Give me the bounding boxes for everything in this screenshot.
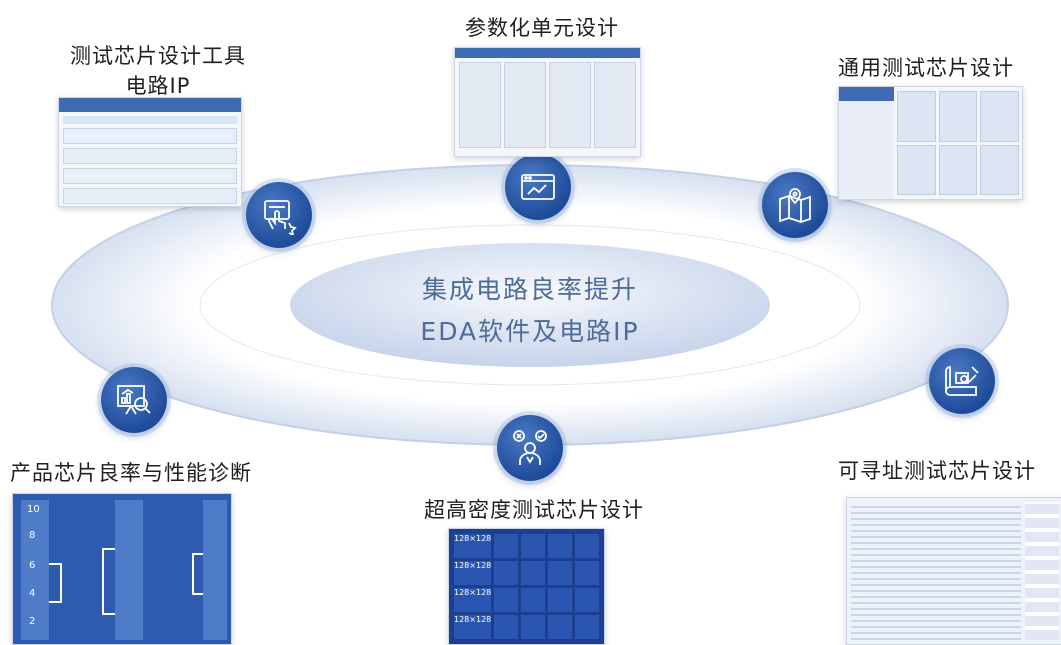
label-test-chip-tools: 测试芯片设计工具 电路IP	[70, 44, 246, 98]
web-chart-icon[interactable]	[505, 154, 571, 220]
yield-columns-chart: 10 8 6 4 2	[21, 500, 227, 640]
label-addressable: 可寻址测试芯片设计	[838, 459, 1036, 483]
blueprint-icon[interactable]	[929, 348, 995, 414]
label-param-unit: 参数化单元设计	[465, 16, 619, 40]
svg-text:6: 6	[29, 560, 35, 571]
center-title-line2: EDA软件及电路IP	[420, 317, 640, 346]
touch-panel-icon[interactable]	[246, 182, 312, 248]
label-yield-diagnosis: 产品芯片良率与性能诊断	[10, 461, 252, 485]
svg-text:2: 2	[29, 616, 35, 627]
svg-text:4: 4	[29, 588, 35, 599]
map-pin-icon[interactable]	[762, 172, 828, 238]
label-general-test-chip: 通用测试芯片设计	[838, 56, 1014, 80]
label-high-density: 超高密度测试芯片设计	[424, 498, 644, 522]
svg-text:10: 10	[27, 504, 40, 515]
center-title-line1: 集成电路良率提升	[421, 275, 638, 304]
person-check-icon[interactable]	[497, 415, 563, 481]
thumb-high-density: 128×128 128×128 128×128 128×128	[448, 528, 605, 645]
thumb-yield-diagnosis: 10 8 6 4 2	[12, 493, 232, 645]
thumb-test-chip-tools	[58, 97, 242, 207]
thumb-general-test-chip	[838, 86, 1023, 200]
svg-text:8: 8	[29, 530, 35, 541]
analytics-board-icon[interactable]	[101, 367, 167, 433]
thumb-addressable	[846, 497, 1061, 645]
thumb-param-unit	[454, 47, 641, 157]
